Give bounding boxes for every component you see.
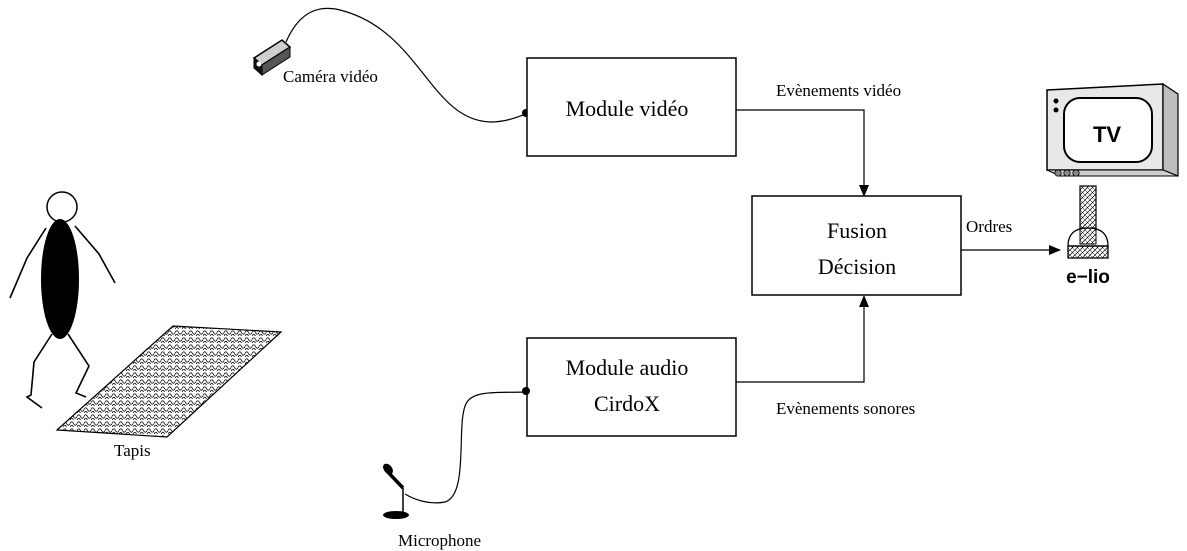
cirdox-label: CirdoX xyxy=(594,391,660,416)
video-module-label: Module vidéo xyxy=(566,96,689,121)
decision-label: Décision xyxy=(818,254,896,279)
fusion-label: Fusion xyxy=(827,218,887,243)
sound-events-label: Evènements sonores xyxy=(776,399,915,418)
tv-label: TV xyxy=(1093,122,1121,147)
audio-module-label: Module audio xyxy=(566,355,689,380)
camera-cable xyxy=(285,7,527,123)
e-lio-label: e−lio xyxy=(1066,267,1110,288)
mat-icon xyxy=(55,325,283,438)
fusion-decision-box: Fusion Décision xyxy=(751,195,962,296)
mat-label: Tapis xyxy=(114,441,151,460)
orders-label: Ordres xyxy=(966,217,1012,236)
sound-events-arrow xyxy=(736,295,869,383)
e-lio-device-icon xyxy=(1067,185,1109,259)
microphone-connector xyxy=(522,387,530,395)
video-camera-icon xyxy=(252,39,292,77)
video-events-arrow xyxy=(736,109,869,197)
video-events-label: Evènements vidéo xyxy=(776,81,901,100)
television-icon: TV xyxy=(1046,82,1179,177)
microphone-icon xyxy=(383,463,409,519)
video-module-box: Module vidéo xyxy=(526,57,737,157)
microphone-label: Microphone xyxy=(398,531,481,550)
audio-module-box: Module audio CirdoX xyxy=(526,337,737,437)
camera-label: Caméra vidéo xyxy=(283,67,378,86)
person-icon xyxy=(9,191,116,409)
microphone-cable xyxy=(404,391,527,504)
